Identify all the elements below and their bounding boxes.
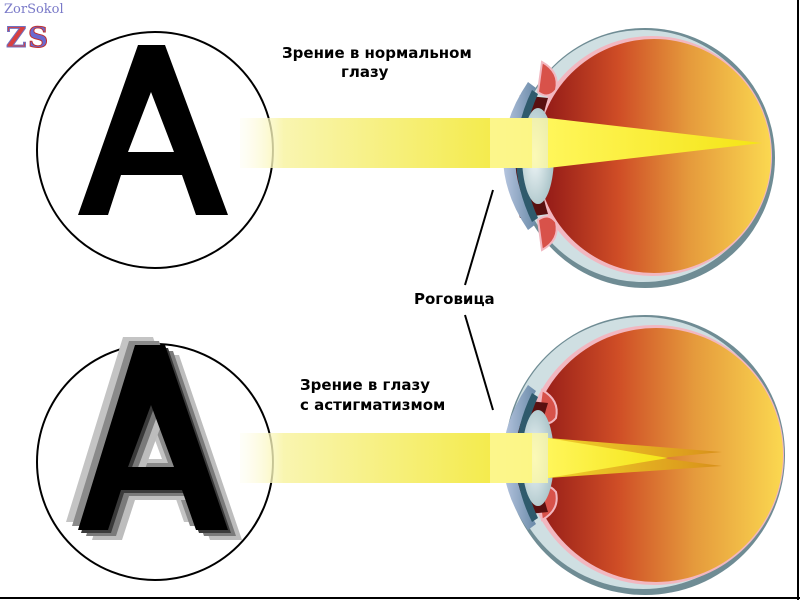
astigmatism-label-line2: с астигматизмом	[300, 396, 446, 414]
cornea-label: Роговица	[414, 290, 495, 308]
cornea-pointer-top	[464, 189, 494, 286]
svg-text:S: S	[28, 21, 48, 54]
light-beam-normal	[240, 118, 532, 168]
letter-a-blurred	[66, 337, 242, 540]
normal-vision-label-line1: Зрение в нормальном	[282, 44, 472, 62]
normal-panel	[36, 28, 775, 288]
zorsokol-logo-icon: Z S	[6, 21, 49, 55]
cornea-pointer-bottom	[464, 314, 494, 411]
frame-border-bottom	[0, 597, 800, 599]
normal-vision-label-line2: глазу	[341, 63, 389, 81]
svg-text:Z: Z	[6, 21, 26, 54]
logo-text: ZorSokol	[4, 2, 64, 17]
astigmatism-panel	[36, 315, 785, 595]
light-beam-astigmatism	[240, 433, 532, 483]
focus-cone-normal	[548, 118, 762, 168]
letter-a-sharp	[78, 45, 228, 215]
focus-cone-astigmatism	[548, 438, 668, 478]
astigmatism-label-line1: Зрение в глазу	[300, 376, 430, 394]
frame-border-right	[797, 0, 799, 600]
